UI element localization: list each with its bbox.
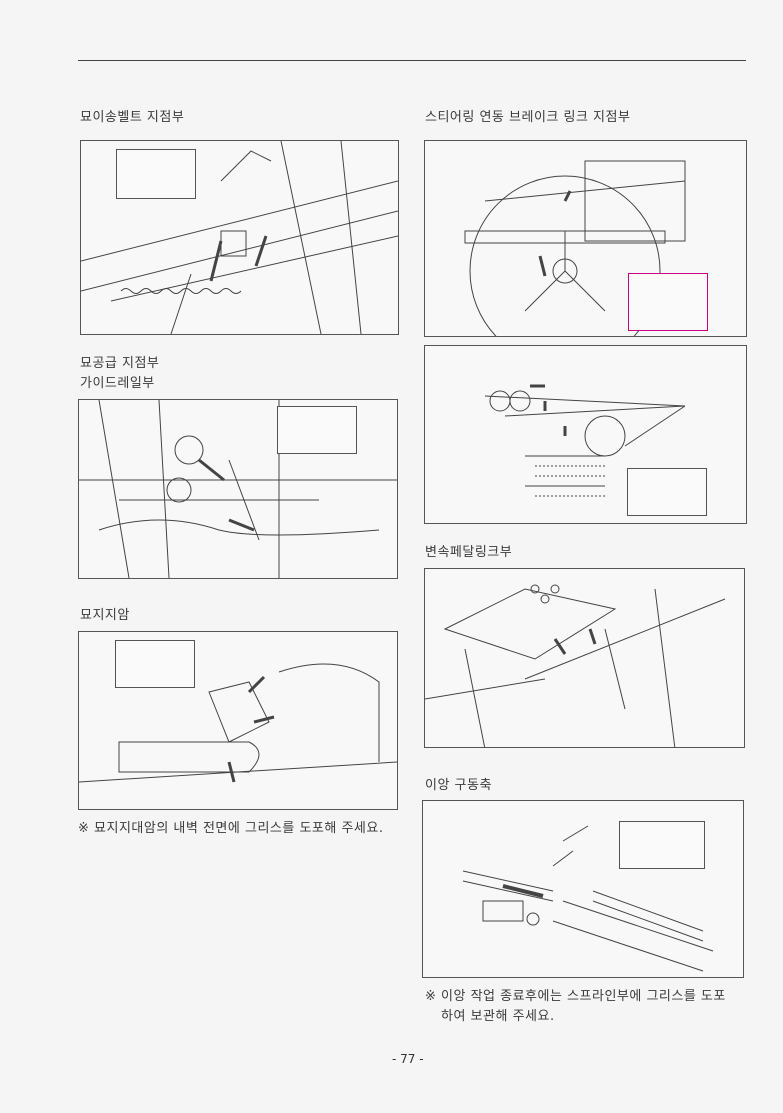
figure-steering-2 [424,345,747,524]
heading-guiderail: 가이드레일부 [80,376,155,391]
heading-steering: 스티어링 연동 브레이크 링크 지점부 [425,110,631,125]
heading-arm: 묘지지암 [80,608,130,623]
location-inset [627,468,707,516]
location-inset [628,273,708,331]
figure-steering [424,140,747,337]
top-rule [78,60,746,61]
figure-belt [80,140,399,335]
heading-belt: 묘이송벨트 지점부 [80,110,185,125]
note-drive-line2: 하여 보관해 주세요. [441,1009,555,1024]
page-number: - 77 - [392,1052,424,1066]
location-inset [277,406,357,454]
figure-supply [78,399,398,579]
figure-arm [78,631,398,810]
note-arm: ※ 묘지지대암의 내벽 전면에 그리스를 도포해 주세요. [78,821,384,836]
location-inset [116,149,196,199]
heading-pedal: 변속페달링크부 [425,545,513,560]
note-drive-line1: ※ 이앙 작업 종료후에는 스프라인부에 그리스를 도포 [425,989,726,1004]
location-inset [115,640,195,688]
figure-pedal [424,568,745,748]
figure-drive [422,800,744,978]
heading-drive: 이앙 구동축 [425,778,492,793]
heading-supply: 묘공급 지점부 [80,356,160,371]
location-inset [619,821,705,869]
